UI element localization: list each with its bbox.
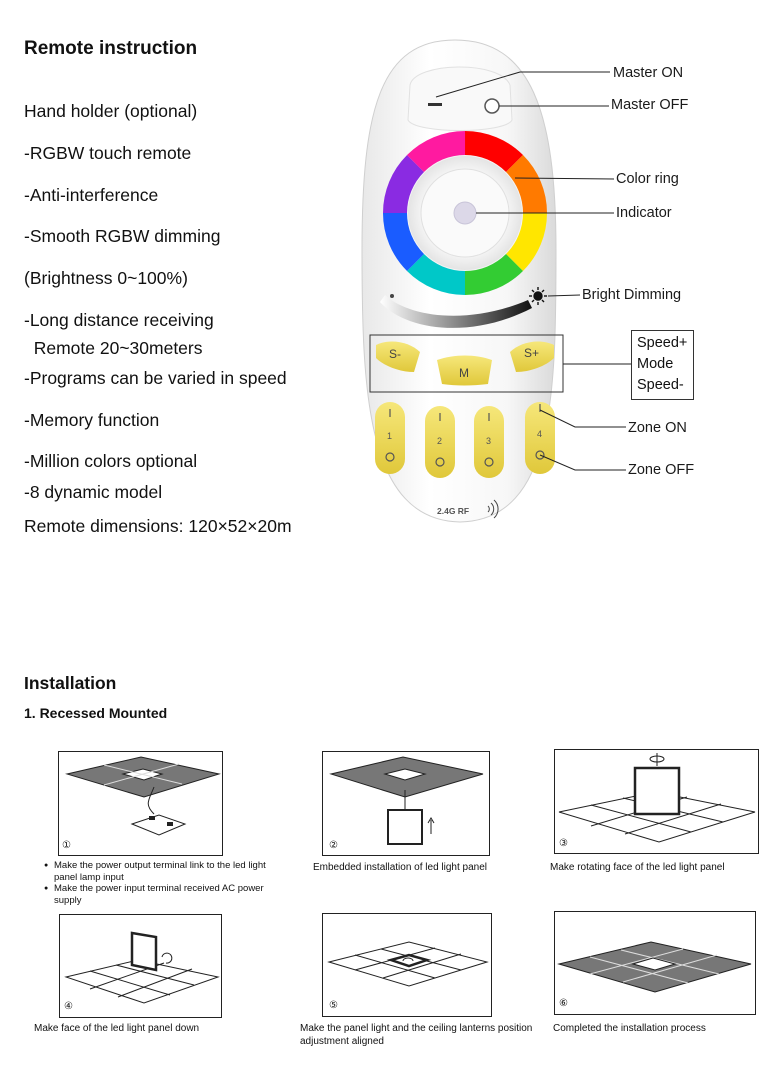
feature-item: -Programs can be varied in speed (24, 368, 287, 388)
sun-icon (529, 287, 547, 305)
callout-zone-off: Zone OFF (628, 462, 695, 478)
feature-item: Remote 20~30meters (24, 338, 203, 358)
zone-number: 1 (387, 431, 393, 441)
feature-item: -8 dynamic model (24, 482, 163, 502)
step-number: ① (62, 840, 71, 851)
step-number: ② (329, 840, 338, 851)
zone-4-button (525, 402, 555, 474)
feature-item: (Brightness 0~100%) (24, 268, 188, 288)
zone-1-button (375, 402, 405, 474)
zone-number: 4 (537, 429, 543, 439)
step-6-diagram: ⑥ (554, 911, 756, 1015)
step-1-bullet: Make the power input terminal received A… (44, 883, 274, 906)
speed-plus-button (510, 341, 554, 372)
callout-master-off: Master OFF (611, 97, 689, 113)
step-4-diagram: ④ (59, 914, 222, 1018)
callout-indicator: Indicator (616, 205, 672, 221)
zone-number: 3 (486, 436, 492, 446)
feature-item: -RGBW touch remote (24, 143, 192, 163)
callout-master-on: Master ON (613, 65, 684, 81)
feature-item: -Smooth RGBW dimming (24, 226, 221, 246)
feature-item: -Memory function (24, 410, 160, 430)
speed-minus-button (376, 341, 420, 372)
speed-minus-label: S- (389, 347, 401, 361)
speed-plus-label: S+ (524, 346, 540, 360)
callout-speed-box: Speed+ Mode Speed- (631, 330, 694, 400)
zone-number: 2 (437, 436, 443, 446)
step-number: ⑥ (559, 998, 568, 1009)
master-on-icon (428, 103, 442, 106)
feature-item: -Anti-interference (24, 185, 159, 205)
mode-label: M (459, 366, 469, 380)
rf-signal-icon (487, 499, 499, 519)
step-3-diagram: ③ (554, 749, 759, 854)
step-5-caption: Make the panel light and the ceiling lan… (300, 1023, 533, 1047)
feature-item: -Million colors optional (24, 451, 198, 471)
callout-bright-dimming: Bright Dimming (582, 287, 682, 303)
installation-title: Installation (24, 673, 117, 693)
step-6-caption: Completed the installation process (553, 1023, 706, 1034)
feature-item: Remote dimensions: 120×52×20m (24, 516, 292, 536)
step-3-caption: Make rotating face of the led light pane… (550, 862, 725, 873)
step-1-diagram: ① (58, 751, 223, 856)
step-5-diagram: ⑤ (322, 913, 492, 1017)
remote-illustration (361, 39, 631, 523)
callout-zone-on: Zone ON (628, 420, 687, 436)
step-2-caption: Embedded installation of led light panel (313, 862, 488, 873)
callout-mode: Mode (637, 356, 674, 372)
installation-subtitle: 1. Recessed Mounted (24, 705, 168, 721)
step-1-bullets: Make the power output terminal link to t… (44, 860, 274, 906)
zone-2-button (425, 406, 455, 478)
brightness-slider (380, 295, 532, 328)
step-4-caption: Make face of the led light panel down (34, 1023, 200, 1034)
step-number: ④ (64, 1001, 73, 1012)
brand-label: 2.4G RF (437, 506, 470, 516)
feature-item: -Long distance receiving (24, 310, 214, 330)
step-number: ⑤ (329, 1000, 338, 1011)
indicator-icon (453, 201, 477, 225)
zone-3-button (474, 406, 504, 478)
feature-item: Hand holder (optional) (24, 101, 198, 121)
mode-button (437, 355, 492, 386)
remote-section-title: Remote instruction (24, 38, 198, 59)
callout-speed-minus: Speed- (637, 377, 684, 393)
callout-color-ring: Color ring (616, 171, 679, 187)
callout-speed-plus: Speed+ (637, 335, 688, 351)
master-off-icon (484, 98, 500, 114)
step-number: ③ (559, 838, 568, 849)
step-1-bullet: Make the power output terminal link to t… (44, 860, 274, 883)
step-2-diagram: ② (322, 751, 490, 856)
